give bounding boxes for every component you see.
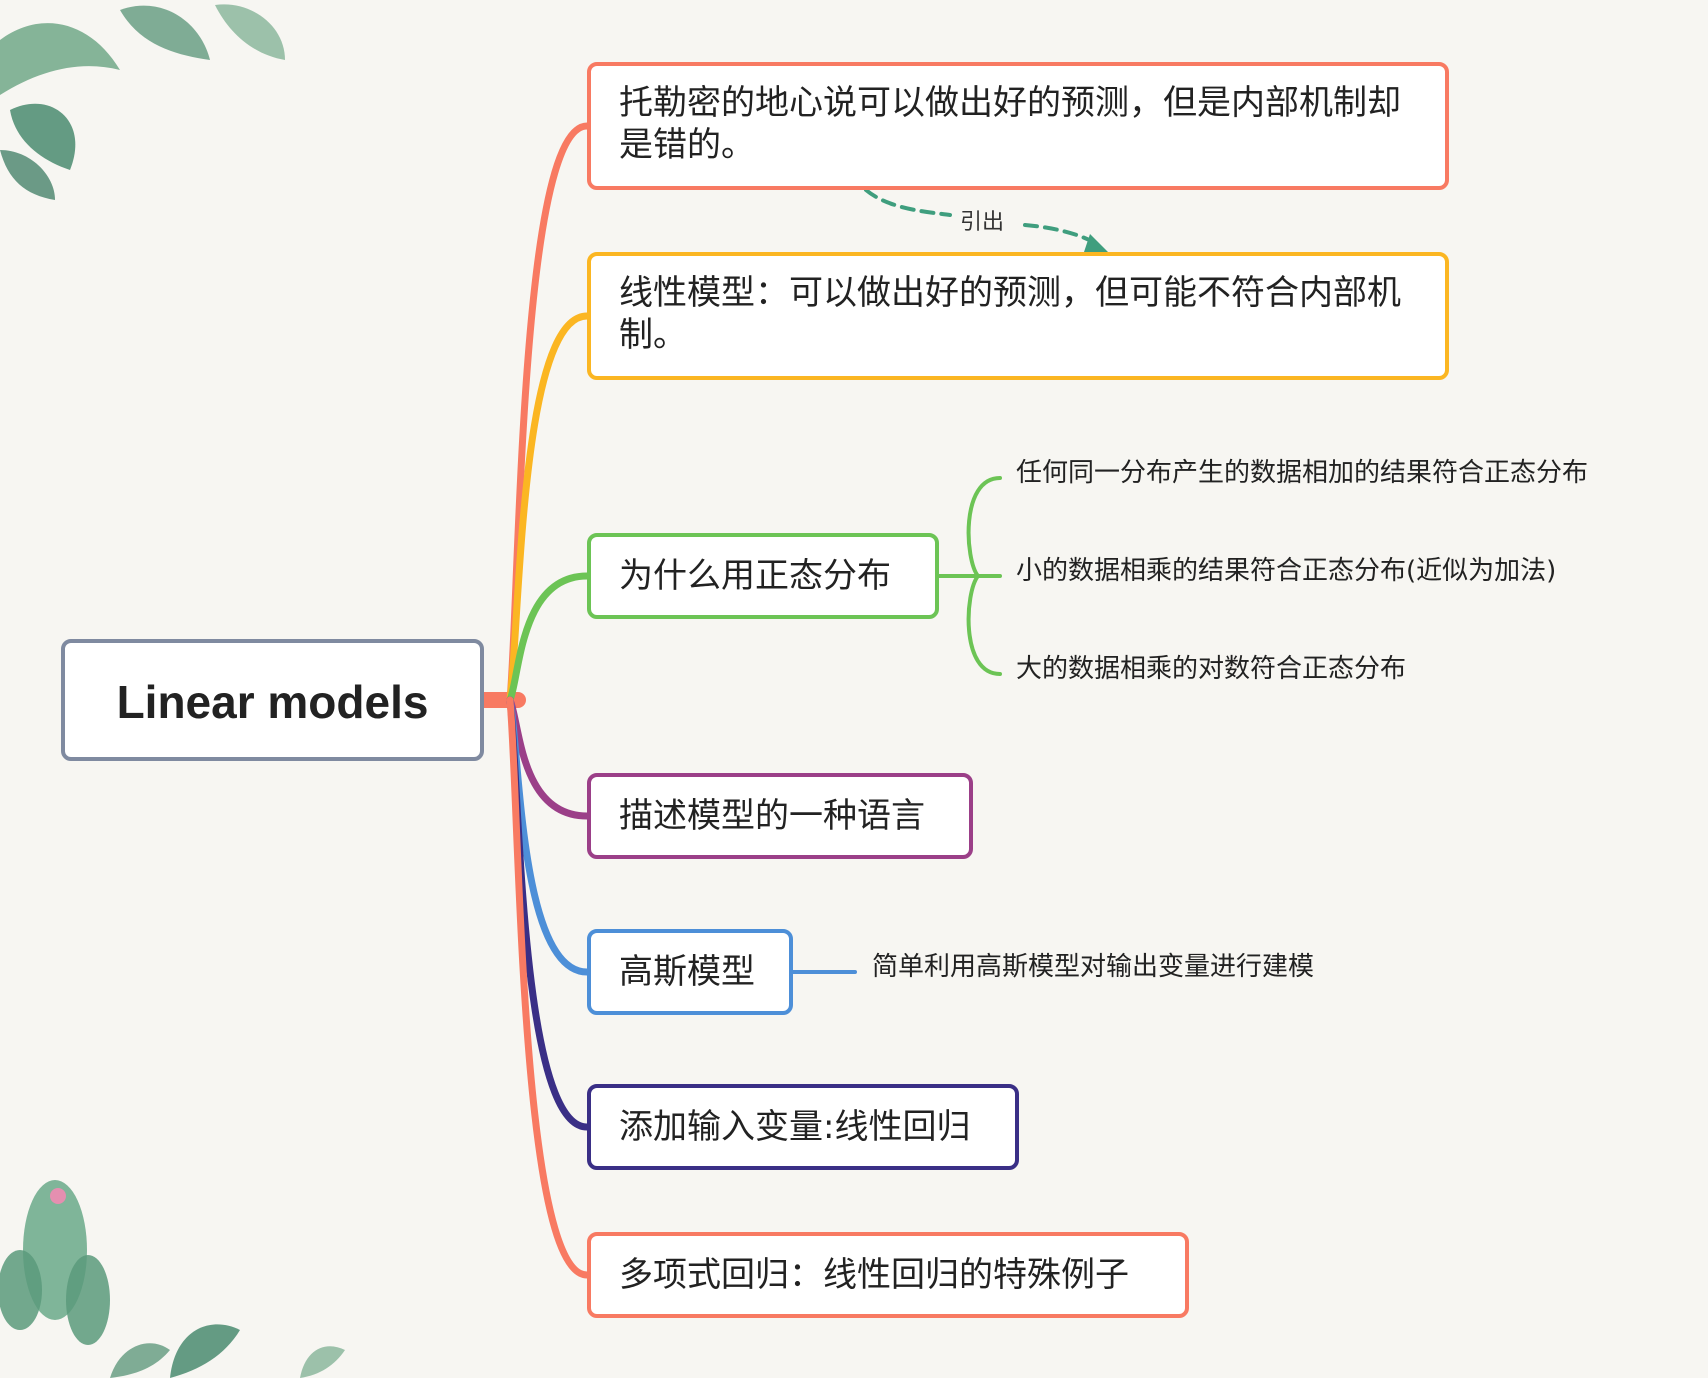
- topic-polynomial-regression[interactable]: 多项式回归：线性回归的特殊例子: [587, 1232, 1189, 1318]
- subtopic-sum-normal[interactable]: 任何同一分布产生的数据相加的结果符合正态分布: [1016, 458, 1589, 488]
- relationship-arrowhead: [1084, 234, 1108, 252]
- subtopic-large-product-log-normal[interactable]: 大的数据相乘的对数符合正态分布: [1016, 654, 1407, 684]
- branch-connector-poly: [506, 696, 591, 1279]
- subtopic-gaussian-output-modeling[interactable]: 简单利用高斯模型对输出变量进行建模: [872, 952, 1315, 982]
- root-topic-linear-models[interactable]: Linear models: [61, 639, 484, 761]
- topic-ptolemy-geocentric[interactable]: 托勒密的地心说可以做出好的预测，但是内部机制却是错的。: [587, 62, 1449, 190]
- leaf-decoration-top-left: [0, 4, 285, 200]
- topic-language-for-models[interactable]: 描述模型的一种语言: [587, 773, 973, 859]
- relationship-label[interactable]: 引出: [956, 204, 1009, 236]
- topic-linear-model[interactable]: 线性模型：可以做出好的预测，但可能不符合内部机制。: [587, 252, 1449, 380]
- topic-add-input-variable[interactable]: 添加输入变量:线性回归: [587, 1084, 1019, 1170]
- branch-connector-normal: [506, 572, 591, 704]
- cactus-decoration-bottom-left: [0, 1180, 345, 1378]
- branch-connectors: [476, 122, 1108, 1279]
- normal-subtopic-bracket: [937, 476, 1002, 676]
- topic-gaussian-model[interactable]: 高斯模型: [587, 929, 793, 1015]
- topic-why-normal-distribution[interactable]: 为什么用正态分布: [587, 533, 939, 619]
- branch-connector-ptolemy: [506, 122, 591, 704]
- subtopic-small-product-normal[interactable]: 小的数据相乘的结果符合正态分布(近似为加法): [1016, 556, 1557, 586]
- branch-connector-linear: [506, 312, 591, 704]
